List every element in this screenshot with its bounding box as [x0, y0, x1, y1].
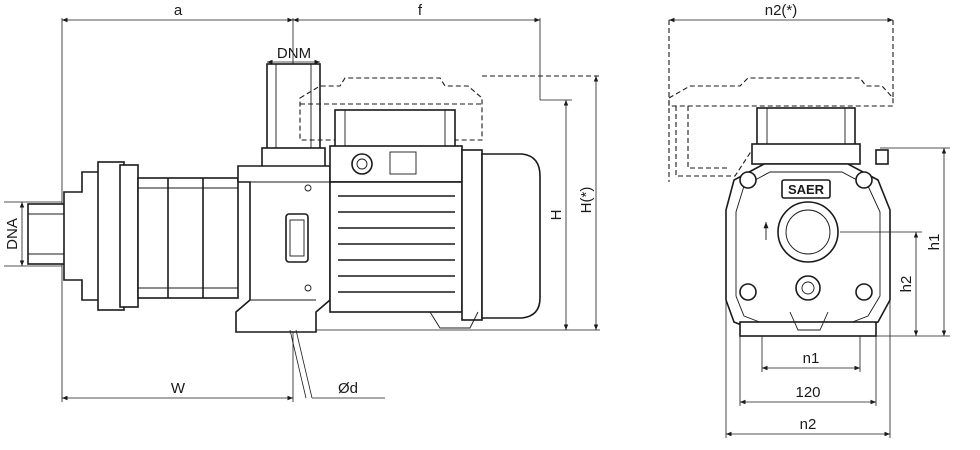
label-a: a [174, 2, 183, 19]
bolt-icon [739, 283, 757, 301]
label-n1: n1 [803, 350, 820, 367]
saer-logo [781, 179, 831, 199]
bolt-icon [855, 171, 873, 189]
label-120: 120 [795, 384, 820, 401]
cable-gland-icon [351, 153, 373, 175]
pump-head [235, 165, 331, 333]
front-view: n2(*) SAER h1 [668, 2, 950, 438]
label-f: f [418, 2, 423, 19]
front-terminal-box [756, 107, 856, 147]
motor-flange [461, 149, 483, 321]
suction-pipe [27, 203, 69, 265]
drain-plug [285, 213, 309, 263]
bolt-icon [855, 283, 873, 301]
label-h-opt: H(*) [578, 187, 595, 214]
label-w: W [171, 380, 186, 397]
motor-top-block [329, 145, 463, 183]
saer-logo-text: SAER [788, 182, 825, 197]
drain-plug-front [795, 275, 821, 301]
label-dna: DNA [4, 218, 21, 250]
label-h: H [548, 210, 565, 221]
fan-cover [481, 153, 541, 319]
suction-port [777, 201, 839, 263]
bolt-icon [739, 171, 757, 189]
label-n2: n2 [800, 416, 817, 433]
label-od: Ød [338, 380, 358, 397]
front-terminal-box-optional [668, 77, 894, 107]
pump-stages [137, 177, 239, 299]
discharge-collar [261, 147, 326, 169]
terminal-box [334, 109, 456, 149]
discharge-pipe [266, 63, 321, 151]
side-view: a f DNM DNA [4, 2, 600, 402]
label-h2: h2 [898, 276, 915, 293]
label-n2-opt: n2(*) [765, 2, 798, 19]
terminal-box-optional-outline [299, 77, 483, 141]
label-h1: h1 [926, 234, 943, 251]
front-base [739, 321, 877, 337]
motor-fins [338, 195, 455, 293]
label-dnm: DNM [277, 45, 311, 62]
